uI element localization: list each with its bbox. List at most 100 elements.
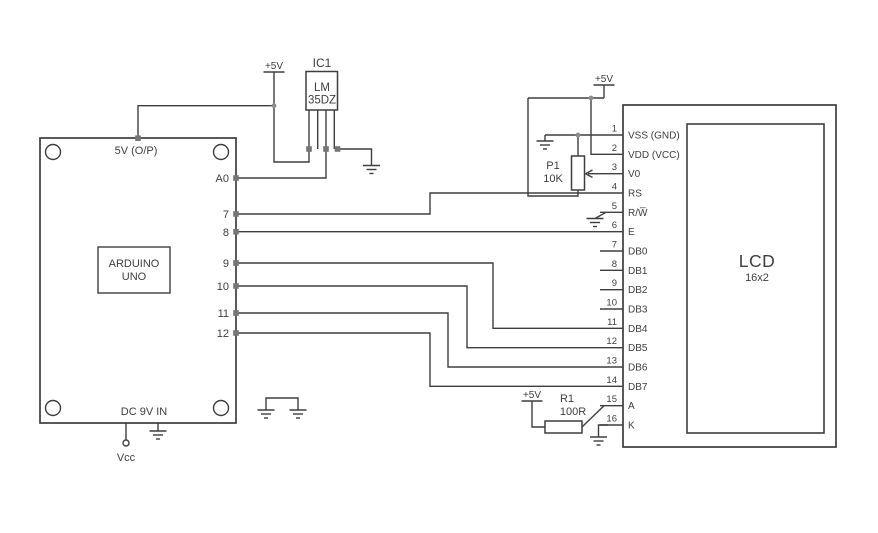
lcd-pin-5-label: R/W̅ — [628, 207, 648, 219]
lcd-pin-3-num: 3 — [612, 162, 617, 173]
arduino-pin-8-label: 8 — [223, 227, 229, 239]
mounting-hole-bottom-left — [44, 399, 62, 417]
plus5v-label-lcd: +5V — [595, 74, 613, 85]
vcc-terminal — [122, 439, 130, 447]
wire-r1-to-a-pin — [581, 405, 605, 428]
lcd-pin-10-num: 10 — [606, 298, 617, 309]
pad-d11 — [233, 310, 239, 316]
lcd-pin-5-num: 5 — [612, 201, 617, 212]
lcd-pin-15-num: 15 — [606, 394, 617, 405]
lcd-pin-6-num: 6 — [612, 220, 617, 231]
ic1-lm35dz: IC1 LM 35DZ — [305, 56, 381, 175]
junction-5v-output — [271, 103, 277, 109]
supply-plus5v-ic1: +5V — [263, 61, 285, 73]
mounting-hole-bottom-right — [212, 399, 230, 417]
pad-5v-output — [135, 135, 141, 141]
arduino-dc9v-label: DC 9V IN — [121, 406, 168, 418]
wire-d12-to-db7 — [236, 332, 600, 387]
lcd-pin-14-num: 14 — [606, 375, 617, 386]
arduino-name-line1: ARDUINO — [109, 258, 160, 270]
ic1-body — [305, 70, 339, 111]
lcd-pin-2-num: 2 — [612, 143, 617, 154]
wire-d10-to-db5 — [236, 285, 600, 349]
wire-plus5v-to-vdd — [528, 85, 605, 155]
lcd-pin-9-label: DB2 — [628, 285, 648, 296]
wire-d11-to-db6 — [236, 312, 600, 368]
junction-plus5v-vdd — [588, 95, 594, 101]
pot-ref-label: P1 — [546, 160, 559, 172]
ground-symbol-ic1 — [362, 164, 381, 175]
ic1-pin-leads — [308, 110, 335, 149]
lcd-pin-16-num: 16 — [606, 414, 617, 425]
ground-symbol-arduino — [148, 430, 168, 440]
lcd-pin-10-label: DB3 — [628, 305, 648, 316]
lcd-pin-1-label: VSS (GND) — [628, 131, 680, 142]
arduino-pin-12-label: 12 — [217, 328, 229, 340]
lcd-pin-13-label: DB6 — [628, 363, 648, 374]
ground-symbol-right — [288, 409, 308, 419]
lcd-pin-9-num: 9 — [612, 278, 617, 289]
resistor-r1: R1 100R — [544, 393, 608, 446]
lcd-pin-11-label: DB4 — [628, 324, 648, 335]
lcd-pin-12-label: DB5 — [628, 343, 648, 354]
lcd-pin-11-num: 11 — [607, 317, 617, 328]
pot-value-label: 10K — [543, 173, 563, 185]
r1-value-label: 100R — [560, 406, 586, 418]
arduino-pin-9-label: 9 — [223, 258, 229, 270]
ground-symbol-rw — [585, 217, 605, 228]
wire-plus5v-to-r1 — [531, 401, 545, 428]
lcd-pin-12-num: 12 — [606, 336, 617, 347]
lcd-pin-6-label: E — [628, 227, 635, 238]
lcd-size-label: 16x2 — [745, 272, 769, 284]
wire-d9-to-db4 — [236, 262, 600, 329]
wire-ic1-gnd — [337, 148, 373, 166]
wire-ic1-pin3-to-a0 — [236, 149, 327, 179]
lcd-pin-7-num: 7 — [612, 240, 617, 251]
ground-symbol-k — [589, 436, 608, 446]
double-ground — [256, 397, 308, 419]
pad-a0 — [233, 175, 239, 181]
pot-wiper-arrow — [585, 169, 600, 179]
arduino-5v-output-label: 5V (O/P) — [115, 145, 158, 157]
ic1-ref-label: IC1 — [313, 56, 332, 70]
wire-5v-output-to-ic1 — [137, 105, 274, 136]
ic1-part-line1: LM — [314, 82, 330, 94]
arduino-pin-7-label: 7 — [223, 209, 229, 221]
pad-d7 — [233, 211, 239, 217]
pad-d10 — [233, 283, 239, 289]
ic1-pad-2 — [323, 146, 329, 152]
arduino-board: 5V (O/P) ARDUINO UNO DC 9V IN A0 7 8 9 1… — [39, 135, 239, 464]
ic1-pad-1 — [306, 146, 312, 152]
vcc-label: Vcc — [117, 452, 136, 464]
lcd-pin-8-num: 8 — [612, 259, 617, 270]
arduino-pin-11-label: 11 — [218, 308, 229, 320]
arduino-name-line2: UNO — [122, 271, 147, 283]
arduino-pin-a0-label: A0 — [216, 173, 229, 185]
lcd-pin-1-num: 1 — [612, 124, 617, 135]
lcd-pin-3-label: V0 — [628, 169, 641, 180]
ic1-pad-3 — [334, 146, 341, 152]
r1-ref-label: R1 — [560, 393, 574, 405]
wire-gnd-to-vss — [544, 134, 600, 156]
wire-rw-to-gnd — [594, 211, 607, 220]
plus5v-label-r1: +5V — [523, 390, 541, 401]
wire-plus5v-loop-to-pot-bottom — [527, 98, 579, 197]
lcd-pin-16-label: K — [628, 421, 635, 432]
lcd-screen — [686, 123, 825, 434]
wire-d7-to-rs — [236, 192, 600, 215]
supply-plus5v-lcd: +5V — [593, 74, 615, 86]
wire-k-to-gnd — [597, 424, 608, 437]
lcd-pin-15-label: A — [628, 401, 635, 412]
arduino-pin-10-label: 10 — [217, 281, 229, 293]
double-ground-bracket — [265, 397, 299, 410]
arduino-name-box — [97, 246, 171, 294]
mounting-hole-top-left — [44, 143, 62, 161]
ic1-part-line2: 35DZ — [308, 95, 336, 107]
lcd-pin-2-label: VDD (VCC) — [628, 150, 680, 161]
wire-plus5v-to-ic1-pin1 — [273, 72, 310, 163]
pad-d9 — [233, 260, 239, 266]
lcd-pin-14-label: DB7 — [628, 382, 648, 393]
supply-plus5v-r1: +5V — [521, 390, 543, 402]
lcd-name-label: LCD — [739, 251, 776, 271]
